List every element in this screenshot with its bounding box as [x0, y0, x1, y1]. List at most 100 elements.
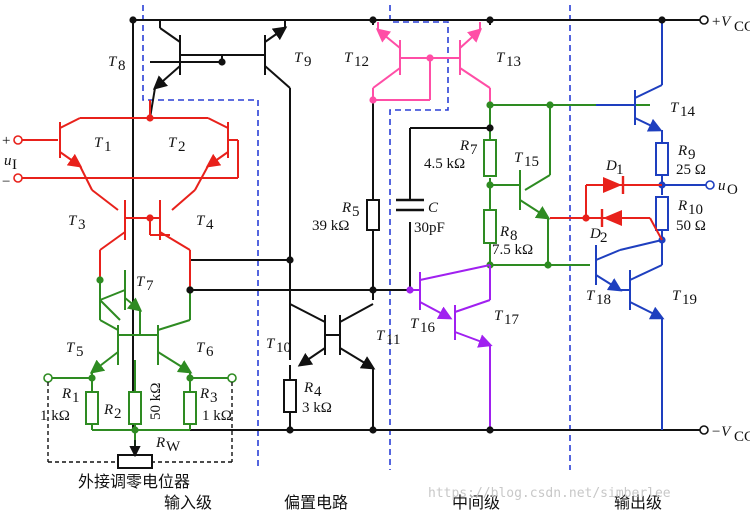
- svg-text:R: R: [155, 435, 165, 451]
- svg-text:5: 5: [76, 344, 84, 360]
- input-label: + − u I: [2, 133, 17, 190]
- svg-text:T: T: [410, 316, 420, 332]
- svg-text:R: R: [303, 380, 313, 396]
- svg-text:CC: CC: [734, 429, 750, 445]
- resistor-r9: [655, 142, 669, 176]
- resistor-r1: [85, 391, 99, 425]
- svg-text:4: 4: [206, 217, 214, 233]
- svg-text:1: 1: [72, 390, 80, 406]
- node: [426, 54, 434, 62]
- vcc-label-pos: +V CC: [711, 14, 750, 35]
- svg-text:7: 7: [470, 142, 478, 158]
- svg-text:8: 8: [510, 228, 518, 244]
- resistor-rw: [117, 454, 153, 469]
- svg-text:T: T: [344, 50, 354, 66]
- svg-text:3: 3: [78, 217, 86, 233]
- svg-text:D: D: [589, 226, 601, 242]
- svg-text:8: 8: [118, 58, 126, 74]
- svg-text:10: 10: [276, 340, 291, 356]
- svg-text:W: W: [166, 439, 181, 455]
- svg-text:T: T: [196, 340, 206, 356]
- resistor-r5: [366, 199, 380, 231]
- svg-text:R: R: [199, 386, 209, 402]
- svg-text:10: 10: [688, 202, 703, 218]
- svg-text:2: 2: [178, 139, 186, 155]
- capacitor-c: [396, 198, 424, 212]
- svg-text:T: T: [376, 328, 386, 344]
- svg-text:u: u: [4, 153, 12, 169]
- svg-text:9: 9: [304, 54, 312, 70]
- svg-text:R: R: [341, 200, 351, 216]
- diode-d2: [603, 210, 622, 226]
- svg-text:15: 15: [524, 154, 539, 170]
- svg-text:2: 2: [600, 230, 608, 246]
- svg-text:39 kΩ: 39 kΩ: [312, 218, 349, 234]
- svg-text:+: +: [2, 133, 10, 149]
- node: [369, 96, 377, 104]
- svg-text:D: D: [605, 158, 617, 174]
- svg-text:T: T: [68, 213, 78, 229]
- svg-text:7: 7: [146, 278, 154, 294]
- output-label: u O: [718, 178, 738, 198]
- svg-text:T: T: [196, 213, 206, 229]
- resistor-r7: [483, 139, 497, 177]
- node: [146, 114, 154, 122]
- svg-text:−V: −V: [711, 424, 732, 440]
- resistor-r10: [655, 196, 669, 231]
- svg-text:3 kΩ: 3 kΩ: [302, 400, 332, 416]
- node: [96, 276, 104, 284]
- middle-purple: [410, 264, 493, 430]
- svg-text:R: R: [103, 402, 113, 418]
- svg-text:O: O: [727, 182, 738, 198]
- svg-text:1 kΩ: 1 kΩ: [40, 408, 70, 424]
- vcc-label-neg: −V CC: [711, 424, 750, 445]
- svg-text:T: T: [168, 135, 178, 151]
- svg-text:T: T: [672, 288, 682, 304]
- resistor-r8: [483, 209, 497, 244]
- watermark: https://blog.csdn.net/simberlee: [428, 486, 671, 501]
- mirror-wiring: [52, 270, 228, 450]
- caption-output-stage: 输出级: [614, 493, 662, 512]
- svg-text:T: T: [136, 274, 146, 290]
- svg-text:6: 6: [206, 344, 214, 360]
- svg-text:T: T: [94, 135, 104, 151]
- svg-text:T: T: [266, 336, 276, 352]
- svg-text:1: 1: [104, 139, 112, 155]
- svg-text:T: T: [494, 308, 504, 324]
- svg-text:4.5 kΩ: 4.5 kΩ: [424, 156, 465, 172]
- svg-text:u: u: [718, 178, 726, 194]
- svg-text:R: R: [677, 143, 687, 159]
- svg-text:25 Ω: 25 Ω: [676, 162, 706, 178]
- svg-text:16: 16: [420, 320, 436, 336]
- caption-pot: 外接调零电位器: [78, 472, 190, 491]
- svg-text:30pF: 30pF: [414, 220, 445, 236]
- svg-text:18: 18: [596, 292, 611, 308]
- node: [131, 426, 139, 434]
- svg-text:50 kΩ: 50 kΩ: [148, 383, 164, 420]
- svg-text:11: 11: [386, 332, 400, 348]
- caption-middle: 中间级: [452, 493, 500, 512]
- svg-text:R: R: [499, 224, 509, 240]
- external-pot: [47, 382, 233, 463]
- node: [186, 374, 194, 382]
- pink-mirror: [372, 22, 491, 105]
- svg-text:12: 12: [354, 54, 369, 70]
- svg-text:T: T: [108, 54, 118, 70]
- caption-input-stage: 输入级: [164, 493, 212, 512]
- svg-text:R: R: [677, 198, 687, 214]
- svg-text:T: T: [514, 150, 524, 166]
- middle-olive: [489, 104, 650, 266]
- svg-text:T: T: [496, 50, 506, 66]
- svg-text:T: T: [586, 288, 596, 304]
- input-stage-wiring: [22, 100, 239, 290]
- svg-text:7.5 kΩ: 7.5 kΩ: [492, 242, 533, 258]
- svg-text:C: C: [428, 200, 439, 216]
- svg-text:T: T: [294, 50, 304, 66]
- svg-text:13: 13: [506, 54, 521, 70]
- supply-rails: [92, 19, 700, 431]
- svg-text:17: 17: [504, 312, 520, 328]
- diode-d1: [603, 177, 622, 193]
